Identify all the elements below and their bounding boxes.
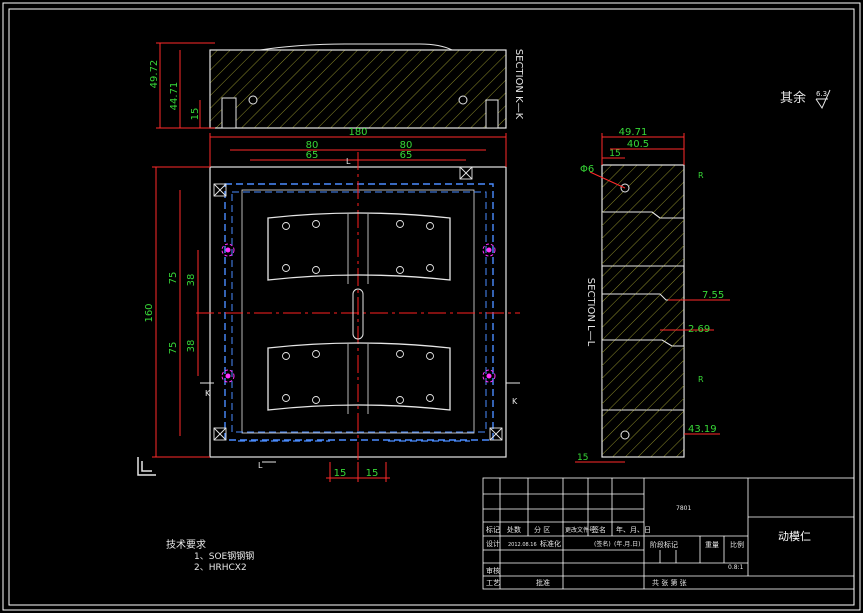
section-ll-view: 49.71 40.5 15 Φ6 7.55 2.69 43.19 15 R R … (575, 127, 730, 463)
title-block (482, 477, 855, 590)
tb-header-6: 年、月、日 (616, 525, 651, 534)
dim-top-80-right: 80 (400, 140, 413, 151)
section-kk-pin-hole-left (248, 95, 258, 105)
corner-blocks (213, 166, 503, 441)
cut-label-l1: L (258, 461, 263, 470)
section-ll-body (601, 164, 685, 458)
dim-top-65-left: 65 (306, 150, 319, 161)
guide-pin-holes (221, 243, 496, 383)
tb-weight-label: 重量 (705, 541, 719, 549)
dim-left-75-top: 75 (168, 272, 179, 285)
section-kk-body (209, 49, 507, 129)
roughness-note: 其余 6.3 (780, 89, 831, 110)
tech-item-1: 1、SOE钢钢钢 (194, 550, 254, 562)
dim-kk-3: 15 (190, 108, 201, 121)
tb-sheets-label: 共 张 第 张 (652, 578, 687, 587)
dim-ll-5: 7.55 (702, 290, 724, 301)
tb-scale-label: 比例 (730, 540, 744, 549)
tb-header-4: 更改文件号 (565, 526, 595, 534)
tb-part-name: 动模仁 (778, 530, 811, 543)
callout-r-top: R (698, 171, 704, 180)
dim-ll-3: 15 (609, 149, 620, 159)
tb-process-label: 工艺 (486, 579, 500, 587)
dim-left-38-top: 38 (186, 274, 197, 287)
tb-scale-value: 0.8:1 (728, 564, 744, 571)
dim-kk-2: 44.71 (169, 82, 180, 111)
section-kk-pocket-right (485, 99, 499, 129)
dim-left-75-bottom: 75 (168, 342, 179, 355)
tb-standard: 标准化 (540, 539, 561, 548)
section-ll-label: SECTION L—L (585, 278, 596, 347)
cavity-upper (267, 212, 451, 281)
plan-view: 180 80 80 65 65 160 75 75 38 38 15 15 K … (137, 127, 520, 482)
roughness-value: 6.3 (816, 90, 827, 98)
dim-ll-6: 2.69 (688, 324, 710, 335)
dim-left-160: 160 (144, 303, 155, 322)
section-kk-top-profile (212, 43, 506, 51)
dim-ll-8: 15 (577, 453, 588, 463)
cut-label-l2: L (346, 157, 351, 166)
tech-title: 技术要求 (166, 538, 206, 551)
section-ll-hole-bottom (620, 430, 630, 440)
tb-header-5: 签名 (592, 525, 606, 534)
dim-kk-1: 49.72 (149, 60, 160, 89)
cut-label-k2: K (512, 397, 518, 406)
view-corner-marker (137, 457, 156, 476)
cavity-lower (267, 342, 451, 411)
dim-bottom-15-left: 15 (334, 468, 347, 479)
tb-ymd: (年.月.日) (614, 540, 641, 548)
dim-ll-4: Φ6 (580, 164, 594, 175)
dim-ll-7: 43.19 (688, 424, 717, 435)
tb-header-1: 标记 (486, 525, 500, 534)
roughness-label: 其余 (780, 90, 806, 106)
tb-design: 设计 (486, 539, 500, 548)
tb-check-label: 审核 (486, 566, 500, 575)
tb-header-2: 处数 (507, 525, 521, 534)
section-kk-pocket-left (221, 97, 237, 129)
dim-top-180: 180 (348, 127, 367, 138)
dim-top-80-left: 80 (306, 140, 319, 151)
tb-sign: (签名) (594, 540, 611, 548)
sheet-inner-border (8, 8, 855, 606)
roughness-symbol (815, 89, 831, 110)
dim-ll-2: 40.5 (627, 139, 649, 150)
tb-drawing-no: 7801 (676, 505, 691, 512)
section-kk-pin-hole-right (458, 95, 468, 105)
tb-approve-label: 批准 (536, 578, 550, 587)
callout-r-bottom: R (698, 375, 704, 384)
dim-left-38-bottom: 38 (186, 340, 197, 353)
cut-label-k1: K (205, 389, 211, 398)
hidden-cooling-loop (224, 183, 494, 441)
title-block-text: 7801 动模仁 标记 处数 分 区 更改文件号 签名 年、月、日 设计 201… (486, 505, 811, 587)
runner-slot (352, 288, 364, 340)
dim-bottom-15-right: 15 (366, 468, 379, 479)
tb-stage-label: 阶段标记 (650, 540, 678, 549)
tech-requirements: 技术要求 1、SOE钢钢钢 2、HRHCX2 (166, 538, 254, 573)
cavity-holes (282, 220, 434, 404)
section-kk-label: SECTION K—K (513, 49, 524, 120)
tech-item-2: 2、HRHCX2 (194, 563, 247, 573)
section-kk-view: 49.72 44.71 15 SECTION K—K (149, 42, 524, 129)
hidden-cooling-inner (231, 191, 487, 433)
tb-header-3: 分 区 (534, 525, 550, 534)
tb-date: 2012.08.16 (508, 542, 537, 548)
dim-top-65-right: 65 (400, 150, 413, 161)
dim-ll-1: 49.71 (619, 127, 648, 138)
